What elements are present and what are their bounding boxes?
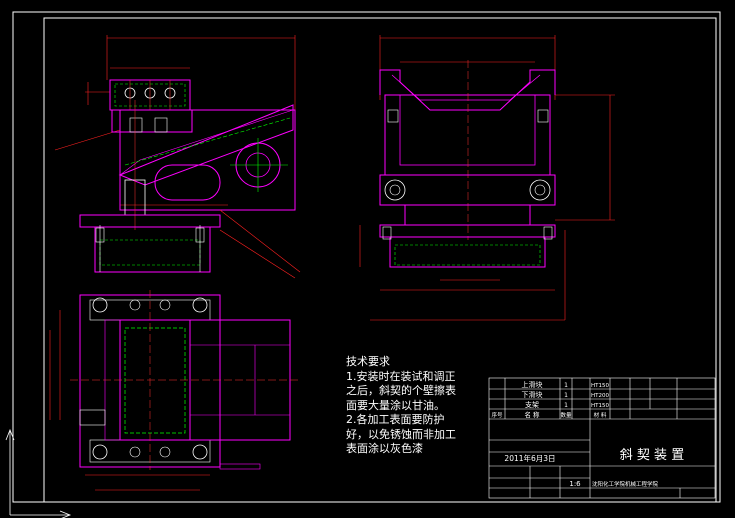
- notes-line-6: 表面涂以灰色漆: [346, 442, 423, 455]
- part-1-qty: 1: [564, 382, 568, 389]
- part-2-qty: 1: [564, 392, 568, 399]
- front-elevation-view: [359, 35, 615, 321]
- header-qty: 数量: [560, 411, 572, 419]
- side-elevation-view: [54, 35, 301, 279]
- notes-line-1: 1.安装时在装试和调正: [346, 369, 456, 383]
- notes-line-5: 好，以免锈蚀而非加工: [346, 427, 456, 441]
- title-block-text: 上滑块 1 HT150 下滑块 1 HT200 支架 1 HT150 序号 名 …: [491, 380, 684, 488]
- plan-view: [49, 290, 300, 491]
- part-2-name: 下滑块: [522, 390, 543, 399]
- part-1-material: HT150: [591, 383, 609, 389]
- drawing-date: 2011年6月3日: [504, 453, 555, 463]
- header-name: 名 称: [524, 410, 540, 419]
- notes-line-2: 之后，斜契的个壁擦表: [346, 384, 456, 397]
- notes-line-3: 面要大量涂以甘油。: [346, 398, 445, 412]
- header-no: 序号: [491, 411, 503, 419]
- technical-requirements: 技术要求 1.安装时在装试和调正 之后，斜契的个壁擦表 面要大量涂以甘油。 2.…: [346, 355, 476, 457]
- header-material: 材 料: [594, 411, 607, 419]
- school-name: 沈阳化工学院机械工程学院: [592, 480, 659, 488]
- title-block: [488, 377, 716, 499]
- scale-value: 1:6: [569, 480, 581, 488]
- part-3-name: 支架: [525, 400, 539, 409]
- part-3-qty: 1: [564, 402, 568, 409]
- part-2-material: HT200: [591, 393, 609, 399]
- ucs-icon: [5, 428, 72, 518]
- notes-title: 技术要求: [346, 355, 390, 368]
- drawing-title: 斜 契 装 置: [620, 448, 684, 463]
- part-1-name: 上滑块: [522, 380, 543, 389]
- inner-border: [43, 17, 717, 503]
- notes-line-4: 2.各加工表面要防护: [346, 413, 445, 426]
- part-3-material: HT150: [591, 403, 609, 409]
